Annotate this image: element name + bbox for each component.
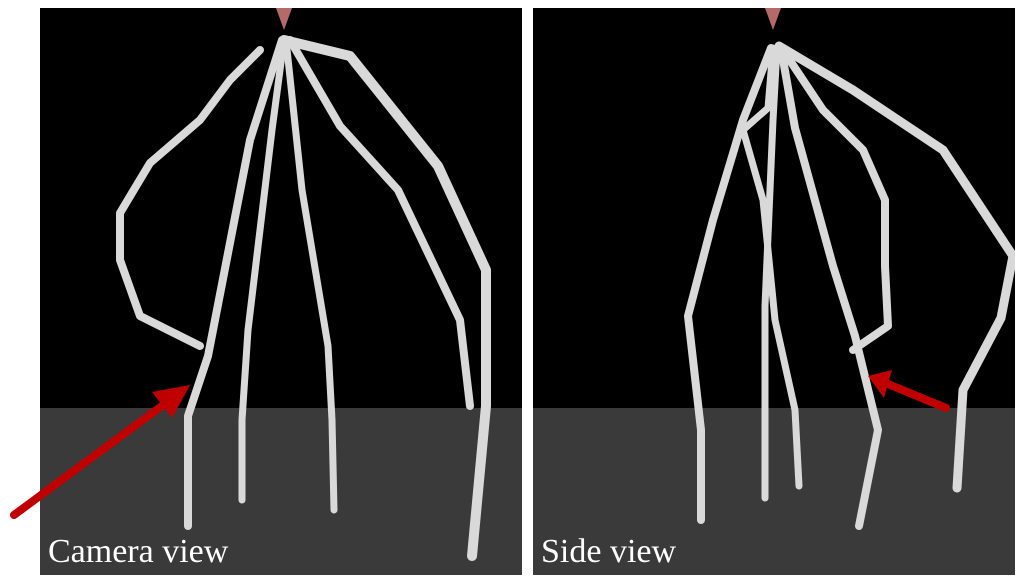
arrow-side-view — [868, 370, 946, 408]
arrow-camera-view — [14, 385, 190, 515]
